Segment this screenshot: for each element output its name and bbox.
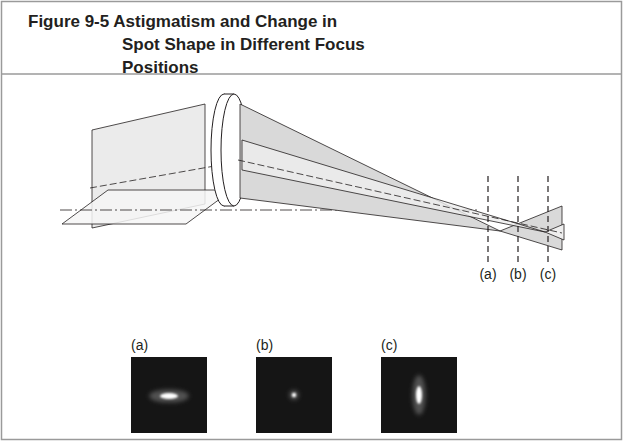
spot-picture <box>131 357 207 433</box>
spot-image: (a) <box>131 357 207 433</box>
spot-label: (b) <box>256 337 273 353</box>
title-rule <box>2 73 622 75</box>
spot-picture <box>256 357 332 433</box>
spot-image: (c) <box>381 357 457 433</box>
position-label: (c) <box>540 266 556 282</box>
spot-label: (a) <box>131 337 148 353</box>
sagittal-fan <box>242 140 545 232</box>
chief-ray <box>90 164 226 188</box>
figure-title: Figure 9-5 Astigmatism and Change in Spo… <box>14 10 374 79</box>
focus-plane <box>517 176 518 262</box>
focus-plane <box>547 176 548 262</box>
horizontal-beam-sheet <box>62 190 232 224</box>
focus-plane <box>487 176 488 262</box>
spot-picture <box>381 357 457 433</box>
spot-image: (b) <box>256 357 332 433</box>
spot-label: (c) <box>381 337 397 353</box>
position-label: (b) <box>509 266 526 282</box>
position-label: (a) <box>479 266 496 282</box>
chief-ray <box>238 160 562 233</box>
